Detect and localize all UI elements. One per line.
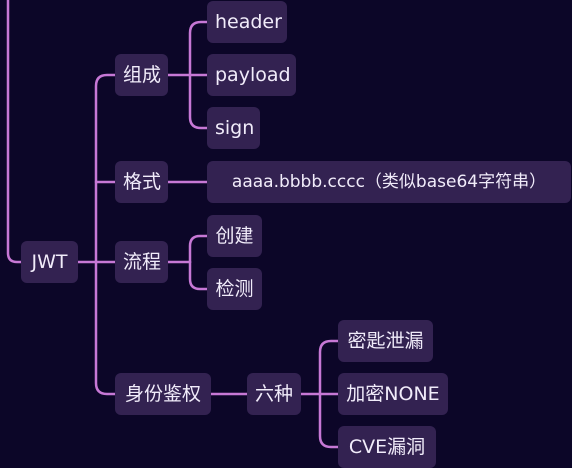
leaf-node-sign[interactable]: sign bbox=[207, 107, 260, 149]
leaf-node-create[interactable]: 创建 bbox=[207, 215, 262, 257]
branch-node-composition[interactable]: 组成 bbox=[115, 54, 168, 96]
leaf-node-payload[interactable]: payload bbox=[207, 54, 296, 96]
branch-node-format[interactable]: 格式 bbox=[115, 161, 168, 203]
branch-node-authentication[interactable]: 身份鉴权 bbox=[115, 373, 211, 415]
sub-node-six-kinds[interactable]: 六种 bbox=[247, 373, 301, 415]
leaf-node-format-example[interactable]: aaaa.bbbb.cccc（类似base64字符串） bbox=[207, 161, 571, 203]
leaf-node-detect[interactable]: 检测 bbox=[207, 268, 262, 310]
root-node[interactable]: JWT bbox=[21, 241, 78, 283]
leaf-node-cve-vuln[interactable]: CVE漏洞 bbox=[338, 426, 436, 468]
leaf-node-encryption-none[interactable]: 加密NONE bbox=[338, 373, 448, 415]
leaf-node-header[interactable]: header bbox=[207, 1, 287, 43]
branch-node-process[interactable]: 流程 bbox=[115, 241, 168, 283]
leaf-node-key-leak[interactable]: 密匙泄漏 bbox=[338, 320, 433, 362]
